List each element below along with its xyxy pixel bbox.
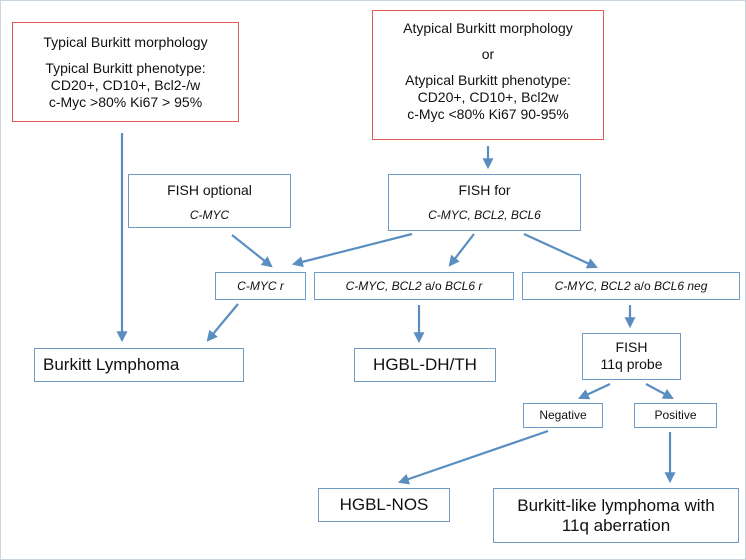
fish-optional-probe: C-MYC bbox=[189, 208, 230, 222]
double-hit-bcl6: BCL6 bbox=[445, 279, 476, 293]
hgbl-nos-box: HGBL-NOS bbox=[318, 488, 450, 522]
hgbl-nos-label: HGBL-NOS bbox=[339, 495, 429, 514]
negative-result-genes: C-MYC, BCL2 bbox=[554, 279, 631, 293]
fish-11q-title: FISH bbox=[615, 339, 648, 355]
burkitt-lymphoma-box: Burkitt Lymphoma bbox=[34, 348, 244, 382]
fish-for-title: FISH for bbox=[458, 182, 511, 198]
positive-label: Positive bbox=[654, 408, 697, 422]
negative-label: Negative bbox=[539, 408, 587, 422]
fish-optional-title: FISH optional bbox=[167, 182, 252, 198]
typical-phenotype-label: Typical Burkitt phenotype: bbox=[45, 60, 206, 76]
fish-for-probes: C-MYC, BCL2, BCL6 bbox=[428, 208, 541, 222]
fish-optional-box: FISH optional C-MYC bbox=[128, 174, 291, 228]
negative-box: Negative bbox=[523, 403, 603, 428]
typical-morphology-label: Typical Burkitt morphology bbox=[43, 34, 208, 50]
cmyc-rearranged-box: C-MYC r bbox=[215, 272, 306, 300]
fish-11q-box: FISH 11q probe bbox=[582, 333, 681, 380]
atypical-phenotype-label: Atypical Burkitt phenotype: bbox=[405, 72, 571, 88]
positive-box: Positive bbox=[634, 403, 717, 428]
atypical-or-label: or bbox=[481, 46, 495, 62]
negative-result-bcl6: BCL6 bbox=[653, 279, 685, 293]
double-hit-genes: C-MYC, BCL2 bbox=[345, 279, 422, 293]
atypical-markers: CD20+, CD10+, Bcl2w bbox=[417, 89, 559, 105]
negative-result-suffix: neg bbox=[684, 279, 708, 293]
negative-result-box: C-MYC, BCL2 a/o BCL6 neg bbox=[522, 272, 740, 300]
typical-markers: CD20+, CD10+, Bcl2-/w bbox=[50, 77, 201, 93]
double-hit-suffix: r bbox=[475, 279, 483, 293]
hgbl-dh-th-box: HGBL-DH/TH bbox=[354, 348, 496, 382]
cmyc-rearranged-gene: C-MYC bbox=[237, 279, 277, 293]
double-hit-result-box: C-MYC, BCL2 a/o BCL6 r bbox=[314, 272, 514, 300]
burkitt-like-box: Burkitt-like lymphoma with 11q aberratio… bbox=[493, 488, 739, 543]
hgbl-dh-th-label: HGBL-DH/TH bbox=[373, 355, 477, 374]
atypical-myc-ki67: c-Myc <80% Ki67 90-95% bbox=[407, 106, 569, 122]
cmyc-rearranged-suffix: r bbox=[276, 279, 284, 293]
burkitt-lymphoma-label: Burkitt Lymphoma bbox=[43, 355, 180, 374]
negative-result-and-or: a/o bbox=[630, 279, 654, 293]
fish-for-box: FISH for C-MYC, BCL2, BCL6 bbox=[388, 174, 581, 231]
double-hit-and-or: a/o bbox=[421, 279, 445, 293]
atypical-burkitt-box: Atypical Burkitt morphology or Atypical … bbox=[372, 10, 604, 140]
typical-myc-ki67: c-Myc >80% Ki67 > 95% bbox=[48, 94, 203, 110]
burkitt-like-aberration: 11q aberration bbox=[561, 516, 671, 535]
burkitt-like-label: Burkitt-like lymphoma with bbox=[517, 496, 715, 515]
typical-burkitt-box: Typical Burkitt morphology Typical Burki… bbox=[12, 22, 239, 122]
atypical-morphology-label: Atypical Burkitt morphology bbox=[403, 20, 573, 36]
fish-11q-probe: 11q probe bbox=[600, 356, 663, 372]
